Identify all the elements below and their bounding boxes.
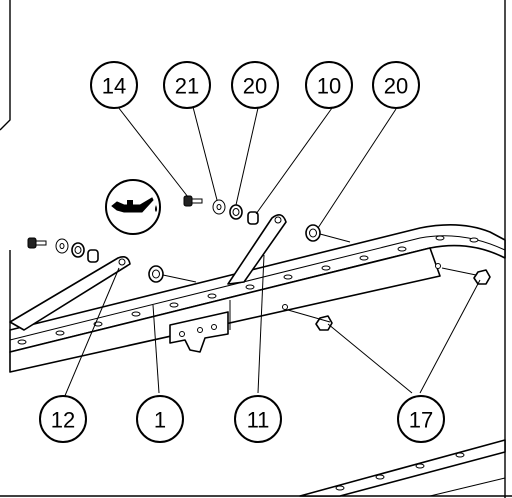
hardware-top: [183, 195, 321, 242]
link-arm-12: [9, 256, 131, 331]
callout-17: 17: [397, 395, 445, 443]
lower-rail: [299, 439, 506, 497]
hardware-left: [27, 237, 164, 283]
link-arm-11: [227, 214, 287, 285]
frame-rail: [9, 224, 506, 373]
callout-20-b: 20: [372, 61, 420, 109]
callout-1: 1: [136, 395, 184, 443]
callout-10: 10: [305, 61, 353, 109]
leader-lines: [63, 106, 481, 399]
callout-11: 11: [234, 395, 282, 443]
callout-label: 14: [102, 74, 126, 99]
callout-12: 12: [39, 395, 87, 443]
callout-21: 21: [163, 61, 211, 109]
nuts-17: [315, 269, 491, 331]
oil-can-icon: [105, 179, 161, 235]
callout-label: 20: [384, 74, 408, 99]
callout-label: 21: [175, 74, 199, 99]
callout-14: 14: [90, 61, 138, 109]
rail-holes: [17, 235, 479, 345]
callout-label: 17: [409, 408, 433, 433]
callout-label: 1: [154, 408, 166, 433]
callout-label: 11: [247, 408, 270, 433]
callout-20-a: 20: [231, 61, 279, 109]
callout-label: 12: [51, 408, 75, 433]
callout-label: 10: [317, 74, 341, 99]
callout-label: 20: [243, 74, 267, 99]
